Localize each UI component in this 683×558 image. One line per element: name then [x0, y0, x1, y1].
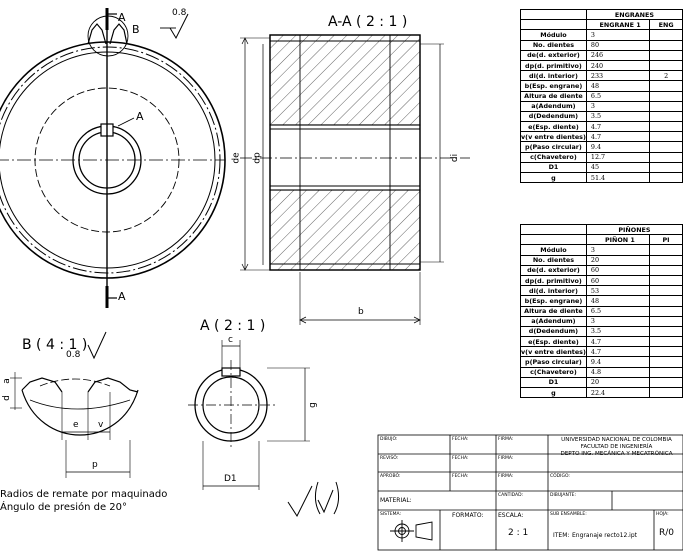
section-marker-top: A — [118, 11, 126, 24]
section-view-a-a — [240, 34, 470, 325]
detail-a-title: A ( 2 : 1 ) — [200, 318, 266, 334]
roughness-detail-value: 0.8 — [66, 350, 81, 360]
detail-b-title: B ( 4 : 1 ) — [22, 337, 88, 353]
tb-fecha-2: FECHA: — [452, 456, 469, 461]
tb-dibujo-label: DIBUJO: — [380, 437, 398, 442]
tb-sistema-label: SISTEMA: — [380, 512, 402, 517]
tb-faculty: FACULTAD DE INGENIERÍA — [580, 444, 653, 450]
gear-teeth — [87, 23, 128, 45]
dim-b: b — [358, 307, 364, 317]
dim-p: p — [92, 460, 98, 470]
section-view-title: A-A ( 2 : 1 ) — [328, 14, 408, 30]
roughness-main-value: 0.8 — [172, 8, 187, 18]
dim-e: e — [73, 420, 79, 430]
tb-firma-3: FIRMA: — [498, 474, 514, 479]
dim-v: v — [98, 420, 104, 430]
spec-value-2 — [648, 386, 683, 399]
tb-fecha-1: FECHA: — [452, 437, 469, 442]
dim-c: c — [228, 335, 233, 345]
tb-reviso-label: REVISÓ: — [380, 456, 399, 461]
tb-subensamble-label: SUB ENSAMBLE: — [550, 512, 587, 517]
section-marker-bottom: A — [118, 290, 126, 303]
tb-university: UNIVERSIDAD NACIONAL DE COLOMBIA — [561, 437, 672, 443]
detail-b-teeth — [21, 377, 139, 393]
detail-b-marker: B — [132, 23, 140, 36]
tb-hoja-label: HOJA: — [656, 512, 669, 517]
tb-fecha-3: FECHA: — [452, 474, 469, 479]
detail-a-view — [188, 340, 310, 490]
tb-firma-1: FIRMA: — [498, 437, 514, 442]
tb-escala-label: ESCALA: — [498, 512, 524, 519]
dim-D1: D1 — [224, 474, 237, 484]
tb-aprobo-label: APROBÓ: — [380, 474, 401, 479]
detail-b-view — [10, 331, 139, 478]
gear-front-view — [0, 8, 226, 308]
tb-firma-2: FIRMA: — [498, 456, 514, 461]
detail-a-marker: A — [136, 110, 144, 123]
tb-material-label: MATERIAL: — [380, 497, 412, 504]
projection-symbol-icon — [390, 520, 433, 542]
tb-item-value: Engranaje recto12.ipt — [572, 532, 638, 539]
tb-dibujante-label: DIBUJANTE: — [550, 493, 576, 498]
tb-escala-value: 2 : 1 — [508, 528, 529, 538]
spec-value-2 — [649, 171, 683, 184]
tb-department: DEPTO ING. MECÁNICA Y MECATRÓNICA — [560, 451, 673, 457]
tb-revision: R/0 — [659, 528, 675, 538]
spec-value-1: 51.4 — [585, 171, 651, 184]
roughness-general-symbol — [287, 481, 340, 518]
tb-formato-label: FORMATO: — [452, 512, 484, 519]
tb-codigo-label: CÓDIGO: — [550, 474, 570, 479]
note-fillet-radii: Radios de remate por maquinado — [0, 489, 168, 500]
note-pressure-angle: Ángulo de presión de 20° — [0, 502, 128, 513]
tb-item-label: ITEM: — [553, 532, 570, 539]
tb-cantidad-label: CANTIDAD: — [498, 493, 524, 498]
